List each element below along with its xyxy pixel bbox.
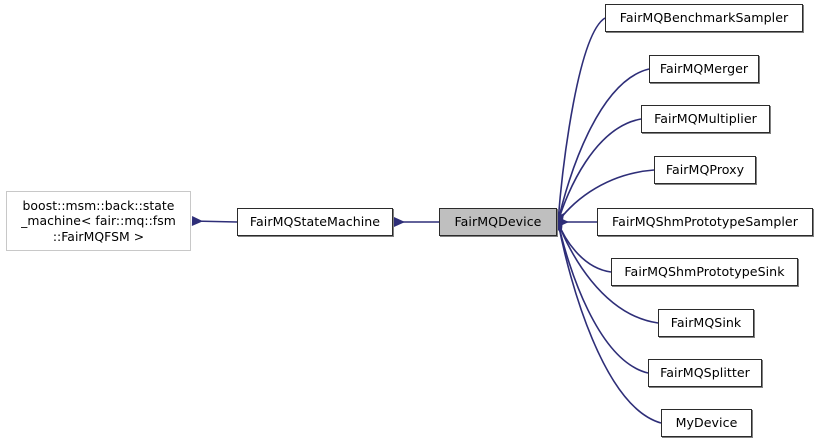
node-fairmq-state-machine[interactable]: FairMQStateMachine [237, 208, 393, 236]
edge-fairmq-multiplier-to-fairmq-device [553, 118, 642, 224]
node-label-fairmq-device: FairMQDevice [454, 213, 542, 229]
node-my-device[interactable]: MyDevice [661, 409, 752, 437]
node-label-fairmq-benchmark-sampler: FairMQBenchmarkSampler [619, 9, 789, 25]
node-fairmq-shm-prototype-sampler[interactable]: FairMQShmPrototypeSampler [597, 208, 813, 236]
node-label-fairmq-multiplier: FairMQMultiplier [654, 110, 757, 126]
edge-fairmq-sink-to-fairmq-device [553, 220, 659, 324]
edge-my-device-to-fairmq-device [553, 221, 662, 424]
node-fairmq-device[interactable]: FairMQDevice [439, 208, 557, 236]
node-label-fairmq-shm-prototype-sampler: FairMQShmPrototypeSampler [612, 213, 798, 229]
node-fairmq-shm-prototype-sink[interactable]: FairMQShmPrototypeSink [611, 258, 798, 286]
node-label-fairmq-state-machine: FairMQStateMachine [249, 213, 381, 229]
node-fairmq-sink[interactable]: FairMQSink [658, 309, 754, 337]
node-fairmq-merger[interactable]: FairMQMerger [649, 55, 759, 83]
node-label-fairmq-proxy: FairMQProxy [665, 161, 745, 177]
node-fairmq-multiplier[interactable]: FairMQMultiplier [641, 105, 770, 133]
edge-fairmq-merger-to-fairmq-device [553, 68, 650, 224]
node-fairmq-splitter[interactable]: FairMQSplitter [648, 359, 762, 387]
node-label-fairmq-shm-prototype-sink: FairMQShmPrototypeSink [624, 263, 785, 279]
node-label-my-device: MyDevice [675, 414, 738, 430]
node-label-fairmq-merger: FairMQMerger [659, 60, 749, 76]
edge-fairmq-splitter-to-fairmq-device [553, 220, 649, 374]
node-label-boost-state-machine: boost::msm::back::state_machine< fair::m… [21, 198, 176, 244]
node-boost-state-machine[interactable]: boost::msm::back::state_machine< fair::m… [6, 191, 191, 251]
node-fairmq-proxy[interactable]: FairMQProxy [654, 156, 756, 184]
node-fairmq-benchmark-sampler[interactable]: FairMQBenchmarkSampler [605, 4, 803, 32]
node-label-fairmq-sink: FairMQSink [670, 314, 742, 330]
edge-fairmq-benchmark-sampler-to-fairmq-device [553, 17, 606, 223]
edge-fairmq-proxy-to-fairmq-device [553, 169, 655, 225]
edge-fairmq-state-machine-to-boost-state-machine [191, 216, 238, 226]
node-label-fairmq-splitter: FairMQSplitter [660, 364, 750, 380]
